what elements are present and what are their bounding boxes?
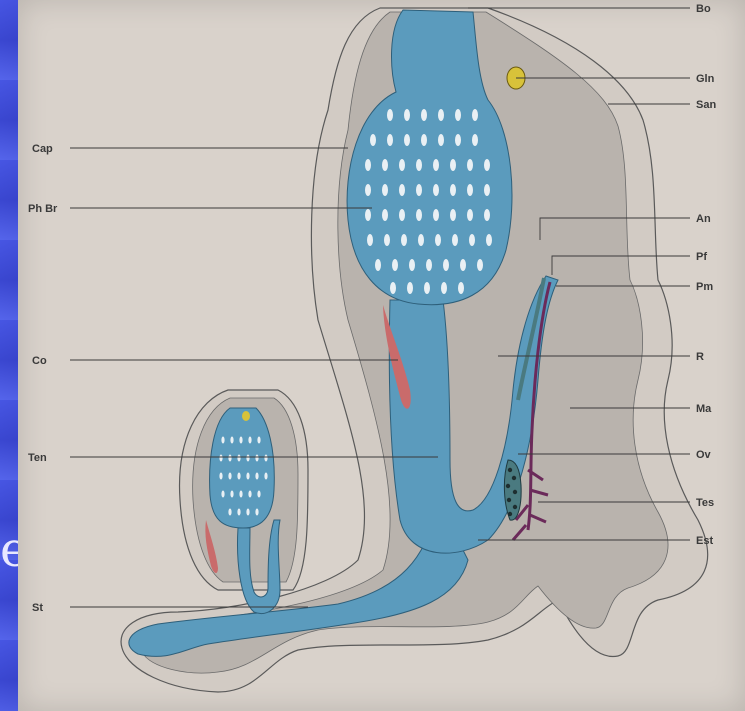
label-san: San [696, 99, 716, 111]
label-ph-br: Ph Br [28, 203, 58, 215]
label-ma: Ma [696, 403, 712, 415]
bud-branchial-basket [210, 408, 275, 528]
label-ov: Ov [696, 449, 712, 461]
label-gln: Gln [696, 73, 715, 85]
slide-edge-stripe [0, 0, 18, 711]
label-est: Est [696, 535, 713, 547]
label-cap: Cap [32, 143, 53, 155]
label-tes: Tes [696, 497, 714, 509]
label-bo: Bo [696, 3, 711, 15]
bud-gland [242, 411, 250, 421]
label-ten: Ten [28, 452, 47, 464]
label-st: St [32, 602, 43, 614]
ascidian-diagram: Bo Gln San An Pf Pm R Ma Ov Tes Est Cap … [18, 0, 745, 711]
slide-partial-text: e [0, 520, 20, 590]
label-co: Co [32, 355, 47, 367]
label-pf: Pf [696, 251, 707, 263]
label-r: R [696, 351, 704, 363]
ovary [504, 460, 521, 520]
label-pm: Pm [696, 281, 713, 293]
label-an: An [696, 213, 711, 225]
ascidian-figure: Bo Gln San An Pf Pm R Ma Ov Tes Est Cap … [18, 0, 745, 711]
